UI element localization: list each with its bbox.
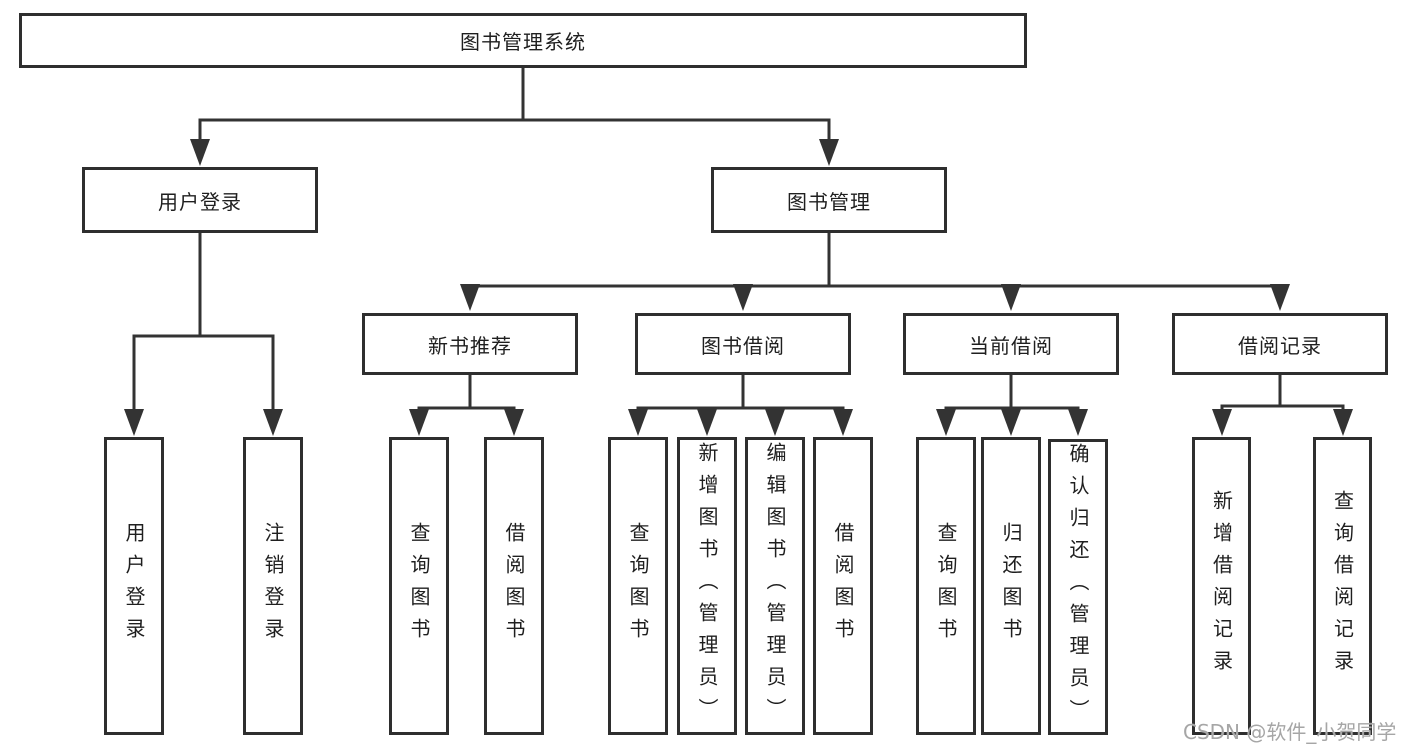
leaf-borrow-borrow-label: 借阅图书 [831,522,855,650]
leaf-newbooks-borrow-label: 借阅图书 [502,522,526,650]
node-new-books-label: 新书推荐 [428,333,512,358]
leaf-borrow-query-label: 查询图书 [626,522,650,650]
leaf-records-add: 新增借阅记录 [1192,437,1251,735]
node-book-mgmt: 图书管理 [711,167,947,233]
leaf-borrow-borrow: 借阅图书 [813,437,873,735]
node-root: 图书管理系统 [19,13,1027,68]
leaf-user-login-label: 用户登录 [122,522,146,650]
leaf-borrow-edit-label: 编辑图书（管理员） [763,442,787,730]
leaf-newbooks-query: 查询图书 [389,437,449,735]
leaf-current-return: 归还图书 [981,437,1041,735]
node-book-borrow-label: 图书借阅 [701,333,785,358]
leaf-borrow-query: 查询图书 [608,437,668,735]
leaf-borrow-edit: 编辑图书（管理员） [745,437,805,735]
leaf-logout-label: 注销登录 [261,522,285,650]
leaf-current-query: 查询图书 [916,437,976,735]
node-book-borrow: 图书借阅 [635,313,851,375]
node-current-borrow-label: 当前借阅 [969,333,1053,358]
leaf-current-query-label: 查询图书 [934,522,958,650]
leaf-records-query-label: 查询借阅记录 [1330,490,1355,682]
node-user-login-label: 用户登录 [158,189,242,214]
leaf-newbooks-borrow: 借阅图书 [484,437,544,735]
leaf-records-add-label: 新增借阅记录 [1209,490,1234,682]
node-current-borrow: 当前借阅 [903,313,1119,375]
leaf-current-confirm-label: 确认归还（管理员） [1066,443,1090,731]
node-borrow-records-label: 借阅记录 [1238,333,1322,358]
node-new-books: 新书推荐 [362,313,578,375]
leaf-borrow-add-label: 新增图书（管理员） [695,442,719,730]
leaf-current-return-label: 归还图书 [999,522,1023,650]
watermark-text: CSDN @软件_小贺同学 [1183,720,1397,744]
node-root-label: 图书管理系统 [460,30,586,54]
leaf-current-confirm: 确认归还（管理员） [1048,439,1108,735]
node-book-mgmt-label: 图书管理 [787,189,871,214]
leaf-borrow-add: 新增图书（管理员） [677,437,737,735]
leaf-newbooks-query-label: 查询图书 [407,522,431,650]
leaf-records-query: 查询借阅记录 [1313,437,1372,735]
leaf-user-login: 用户登录 [104,437,164,735]
node-user-login: 用户登录 [82,167,318,233]
leaf-logout: 注销登录 [243,437,303,735]
node-borrow-records: 借阅记录 [1172,313,1388,375]
